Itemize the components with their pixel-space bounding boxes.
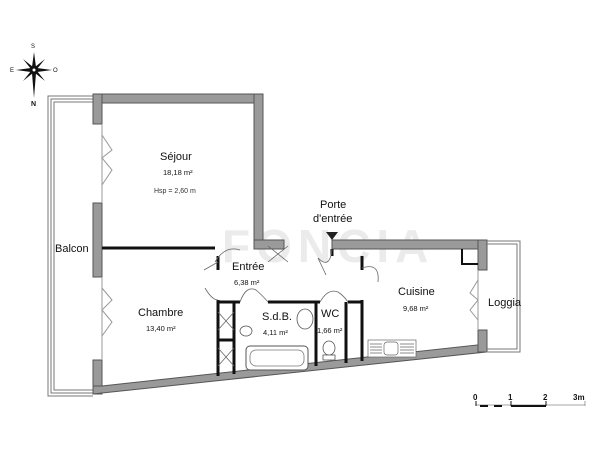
interior-walls [102,246,364,376]
room-sdb-area: 4,11 m² [263,328,288,337]
washbasin-icon [296,308,314,330]
scale-bar [475,401,586,407]
loggia-railing [486,240,521,353]
room-sejour-height: Hsp = 2,60 m [154,188,196,195]
duct [461,249,478,265]
room-entree-area: 6,38 m² [234,278,260,287]
balcony-railing [47,95,93,397]
compass-east: O [53,68,58,74]
compass-north: N [31,101,36,108]
scale-tick-3: 3m [573,393,585,402]
door-swings [203,245,379,367]
scale-tick-2: 2 [543,393,548,402]
room-loggia-name: Loggia [488,297,522,309]
bidet-icon [239,325,253,337]
scale-tick-0: 0 [473,393,478,402]
toilet-icon [322,340,336,356]
bathtub-icon [245,345,309,371]
room-balcon-name: Balcon [55,243,89,255]
room-sdb-name: S.d.B. [262,311,292,323]
room-entree-name: Entrée [232,261,264,273]
compass-west: E [10,68,14,74]
compass-icon [16,52,52,98]
windows [101,124,479,360]
room-wc-name: WC [321,308,339,320]
entrance-label-2: d'entrée [313,213,352,225]
room-chambre-area: 13,40 m² [146,324,176,333]
entrance-label-1: Porte [320,199,346,211]
room-sejour-name: Séjour [160,151,192,163]
kitchen-sink-icon [367,339,417,358]
room-wc-area: 1,66 m² [317,326,343,335]
room-cuisine-area: 9,68 m² [403,304,429,313]
room-sejour-area: 18,18 m² [163,168,193,177]
room-chambre-name: Chambre [138,307,183,319]
compass-south: S [31,44,35,50]
entrance-arrow-icon [326,232,338,240]
scale-tick-1: 1 [508,393,513,402]
room-cuisine-name: Cuisine [398,286,435,298]
